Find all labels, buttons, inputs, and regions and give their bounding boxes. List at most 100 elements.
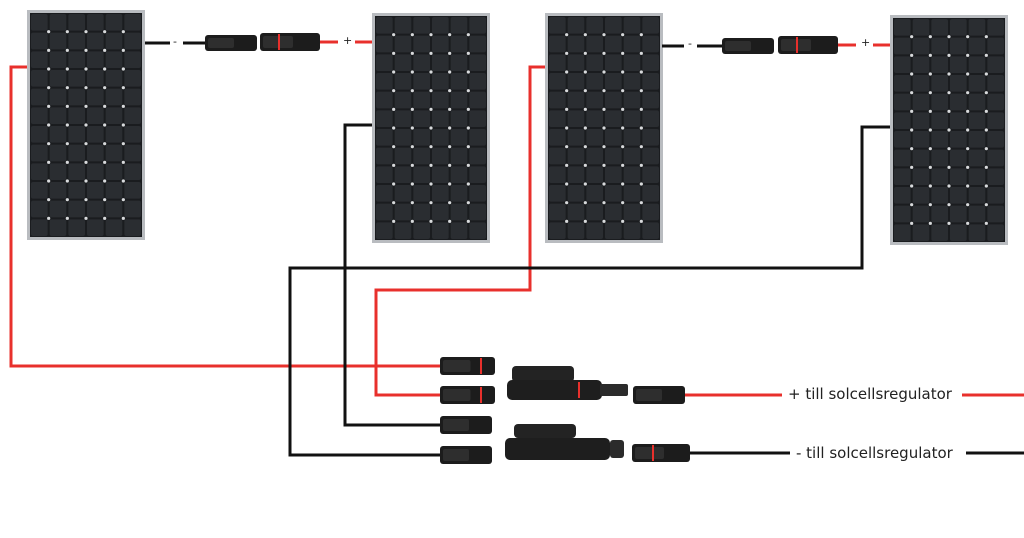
solar-cell (912, 168, 930, 185)
solar-cell (413, 35, 430, 53)
solar-cell (894, 205, 911, 223)
solar-cell (432, 166, 449, 183)
solar-cell (586, 35, 603, 53)
solar-cell (413, 73, 430, 90)
solar-cell (894, 93, 911, 111)
solar-cell (549, 54, 566, 71)
solar-cell (912, 19, 930, 36)
solar-cell (623, 91, 641, 109)
solar-cell (931, 56, 948, 73)
solar-cell (567, 203, 585, 221)
solar-cell (987, 19, 1004, 36)
solar-cell (605, 203, 622, 221)
solar-cell (912, 37, 930, 55)
solar-cell (432, 73, 449, 90)
solar-cell (376, 203, 393, 221)
solar-cell (49, 14, 67, 31)
solar-cell (931, 112, 948, 129)
solar-cell (642, 73, 659, 90)
solar-cell (623, 54, 641, 71)
solar-cell (450, 203, 468, 221)
solar-cell (950, 131, 967, 148)
solar-cell (931, 75, 948, 92)
solar-cell (31, 107, 48, 124)
solar-cell (68, 88, 85, 106)
solar-cell (413, 129, 430, 146)
solar-cell (623, 35, 641, 53)
negative-cable (343, 123, 440, 427)
solar-cell (987, 37, 1004, 55)
solar-cell (49, 163, 67, 180)
solar-panel-2 (372, 13, 490, 243)
solar-cell (49, 88, 67, 106)
solar-cell (968, 75, 986, 92)
mc4-connector-input (440, 386, 495, 404)
solar-cell (950, 37, 967, 55)
solar-cell (31, 88, 48, 106)
solar-cell (87, 32, 104, 50)
solar-cell (586, 110, 603, 127)
solar-cell (894, 37, 911, 55)
solar-cell (49, 219, 67, 236)
solar-cell (124, 219, 141, 236)
solar-cell (469, 147, 486, 165)
solar-cell (87, 144, 104, 162)
solar-cell (950, 75, 967, 92)
solar-cell (105, 88, 123, 106)
solar-cell (586, 147, 603, 165)
solar-cell (413, 110, 430, 127)
solar-cell (394, 54, 412, 71)
solar-cell (68, 126, 85, 143)
solar-cell (586, 166, 603, 183)
solar-cell (87, 182, 104, 199)
mc4-connector-output-positive (633, 386, 685, 404)
solar-cell (912, 149, 930, 167)
solar-cell (642, 222, 659, 239)
solar-cell (912, 112, 930, 129)
solar-cell (432, 35, 449, 53)
solar-cell (950, 56, 967, 73)
mc4-connector-input (440, 357, 495, 375)
solar-cell (605, 35, 622, 53)
solar-cell (432, 147, 449, 165)
solar-cell (894, 19, 911, 36)
solar-cell (549, 185, 566, 202)
solar-cell (68, 107, 85, 124)
solar-cell (105, 163, 123, 180)
solar-cell (623, 222, 641, 239)
mc4-connector-input (440, 416, 492, 434)
solar-cell (894, 187, 911, 204)
solar-cell (105, 219, 123, 236)
plus-regulator-label: + till solcellsregulator (788, 385, 952, 403)
solar-cell (376, 54, 393, 71)
solar-cell (894, 149, 911, 167)
solar-cell (567, 222, 585, 239)
solar-cell (124, 70, 141, 87)
solar-cell (642, 35, 659, 53)
solar-cell (605, 166, 622, 183)
series-minus-label-2: - (688, 37, 692, 50)
y-branch-connector-negative (505, 424, 624, 460)
solar-cell (623, 129, 641, 146)
negative-cable (288, 125, 890, 457)
solar-cell (49, 32, 67, 50)
solar-cell (450, 91, 468, 109)
solar-cell (87, 14, 104, 31)
solar-cell (623, 203, 641, 221)
solar-cell (31, 70, 48, 87)
solar-cell (567, 54, 585, 71)
solar-cell (605, 222, 622, 239)
solar-cell (394, 185, 412, 202)
solar-cell (968, 131, 986, 148)
mc4-connector-input (440, 446, 492, 464)
solar-cell (376, 147, 393, 165)
solar-cell (68, 51, 85, 68)
series-plus-label-1: + (343, 34, 353, 47)
positive-cable (9, 65, 440, 368)
solar-cell (549, 73, 566, 90)
solar-cell (394, 166, 412, 183)
solar-cell (605, 73, 622, 90)
solar-cell (49, 70, 67, 87)
mc4-female-connector (722, 38, 774, 54)
